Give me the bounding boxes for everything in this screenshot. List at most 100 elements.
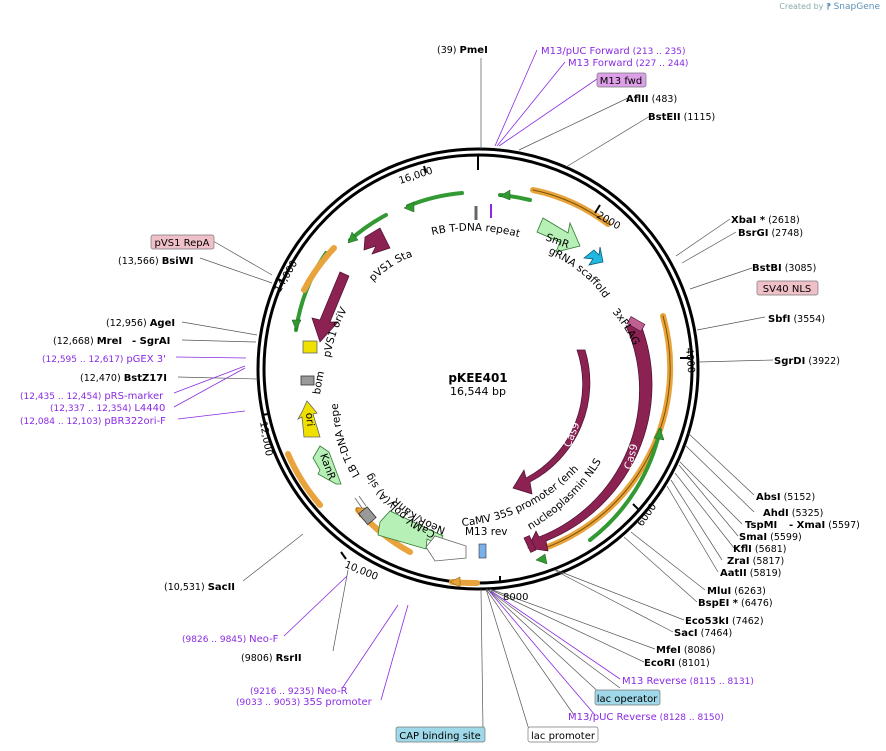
cap-binding-site-box-label: CAP binding site bbox=[399, 731, 481, 742]
primer-label-neo-r: (9216 .. 9235) Neo-R bbox=[250, 686, 348, 697]
rs-label-bsteii: BstEII (1115) bbox=[648, 112, 715, 123]
ori-arrow bbox=[296, 400, 321, 438]
label-ori: ori bbox=[303, 412, 316, 427]
polya-block bbox=[358, 506, 377, 526]
pvs1-repa-box bbox=[150, 234, 215, 250]
primer-labels: M13/pUC Forward (213 .. 235)M13 Forward … bbox=[20, 46, 754, 723]
rs-label-bstbi: BstBI (3085) bbox=[752, 263, 816, 274]
rs-label-tspmi: TspMI bbox=[745, 520, 777, 531]
feature-arrowhead-green-1 bbox=[403, 201, 415, 213]
sv40-nls-box bbox=[756, 280, 819, 296]
restriction-site-labels: (39) PmeI AflII (483) BstEII (1115) XbaI * … bbox=[53, 45, 860, 669]
primer-label-m13-puc-reverse: M13/pUC Reverse (8128 .. 8150) bbox=[568, 712, 724, 723]
primer-label-pbr322ori-f: (12,084 .. 12,103) pBR322ori-F bbox=[20, 416, 166, 427]
label-cas9-inner: Cas9 bbox=[562, 421, 583, 450]
smr-arrow bbox=[536, 217, 581, 253]
primer-label-35s-promoter: (9033 .. 9053) 35S promoter bbox=[236, 697, 373, 708]
rs-label-xbai: XbaI * (2618) bbox=[731, 215, 800, 226]
rs-label-ahdi: AhdI (5325) bbox=[763, 508, 823, 519]
watermark-prefix: Created by bbox=[779, 2, 824, 11]
rs-label-sgrai: - SgrAI bbox=[132, 336, 170, 347]
feature-arrowhead-green-3 bbox=[291, 319, 302, 331]
flag-tag-block bbox=[626, 316, 646, 332]
cas9-arrow-outer bbox=[527, 324, 653, 552]
rs-label-sgrdi: SgrDI (3922) bbox=[774, 356, 840, 367]
pvs1-repa-box-label: pVS1 RepA bbox=[155, 238, 210, 249]
tick-8000: 8000 bbox=[503, 592, 528, 603]
grna-scaffold-block bbox=[582, 246, 604, 266]
snapgene-logo-icon: ⁋ bbox=[825, 2, 832, 11]
label-camv-polya: CaMV poly(A) signal bbox=[0, 0, 437, 540]
rs-label-rsrii: (9806) RsrII bbox=[241, 653, 302, 664]
rs-label-aatii: AatII (5819) bbox=[720, 568, 781, 579]
rs-label-eco53ki: Eco53kI (7462) bbox=[685, 616, 764, 627]
rs-label-zrai: ZraI (5817) bbox=[727, 556, 784, 567]
feature-arrowhead-green-2 bbox=[347, 231, 359, 244]
snapgene-watermark: Created by ⁋ SnapGene bbox=[779, 2, 880, 12]
label-cas9-outer: Cas9 bbox=[622, 443, 640, 471]
rs-label-smai: SmaI (5599) bbox=[739, 532, 802, 543]
feature-arc-orange-1-core bbox=[532, 189, 609, 225]
p35s-promoter-arrow bbox=[425, 535, 467, 562]
feature-arrowhead-green-6 bbox=[653, 427, 665, 441]
feature-arrowhead-green-5 bbox=[535, 553, 548, 565]
feature-arc-green-4 bbox=[406, 191, 464, 208]
lb-repeat-mark bbox=[354, 497, 363, 509]
rs-label-sbfi: SbfI (3554) bbox=[768, 314, 825, 325]
rs-label-kfli: KflI (5681) bbox=[733, 544, 787, 555]
plasmid-length: 16,544 bp bbox=[450, 385, 506, 398]
primer-label-m13-reverse: M13 Reverse (8115 .. 8131) bbox=[622, 676, 754, 687]
rs-label-bsrgi: BsrGI (2748) bbox=[738, 228, 803, 239]
feature-arc-orange-2-core bbox=[544, 315, 671, 549]
tick-6000: 6000 bbox=[635, 502, 659, 529]
m13-fwd-box bbox=[596, 72, 647, 88]
feature-arc-green-1 bbox=[588, 428, 662, 542]
feature-arc-green-5 bbox=[498, 193, 532, 202]
rs-label-bspei: BspEI * (6476) bbox=[698, 598, 773, 609]
rs-label-mrei: (12,668) MreI bbox=[53, 336, 122, 347]
rs-label-aflii: AflII (483) bbox=[626, 94, 677, 105]
bom-block bbox=[300, 375, 315, 386]
lac-operator-box-label: lac operator bbox=[597, 694, 658, 705]
rs-label-mlui: MluI (6263) bbox=[707, 586, 766, 597]
label-m13-rev: M13 rev bbox=[465, 526, 508, 538]
label-rb-repeat: RB T-DNA repeat bbox=[430, 222, 521, 240]
nls-block bbox=[523, 535, 537, 553]
backbone-inner-ring bbox=[256, 147, 700, 591]
m13-fwd-box-label: M13 fwd bbox=[600, 76, 642, 87]
sv40-nls-box-label: SV40 NLS bbox=[763, 284, 812, 295]
primer-label-neo-f: (9826 .. 9845) Neo-F bbox=[182, 634, 279, 645]
tick-2000: 2000 bbox=[595, 210, 623, 232]
primer-label-l4440: (12,337 .. 12,354) L4440 bbox=[50, 403, 165, 414]
rs-label-bsiwi: (13,566) BsiWI bbox=[118, 256, 193, 267]
label-grna-scaffold: gRNA scaffold bbox=[547, 245, 612, 300]
watermark-brand: SnapGene bbox=[833, 2, 880, 12]
rs-label-sacii: (10,531) SacII bbox=[164, 582, 235, 593]
cas9-arrow-inner bbox=[512, 349, 591, 495]
primer-label-m13-puc-forward: M13/pUC Forward (213 .. 235) bbox=[541, 46, 685, 57]
cap-binding-site-box bbox=[395, 726, 486, 743]
rs-label-saci: SacI (7464) bbox=[674, 628, 732, 639]
rs-label-pmei: (39) PmeI bbox=[437, 45, 488, 56]
pvs1-staa-arrow bbox=[363, 227, 391, 255]
lac-promoter-box bbox=[527, 726, 599, 743]
primer-leader-lines bbox=[173, 49, 621, 716]
kanr-arrow bbox=[312, 445, 342, 485]
feature-arrowhead-orange-1 bbox=[449, 576, 461, 588]
tick-4000: 4000 bbox=[683, 347, 696, 373]
pvs1-repa-arrow bbox=[311, 271, 350, 343]
feature-arc-orange-5 bbox=[285, 451, 323, 508]
label-bom: bom bbox=[311, 370, 327, 395]
feature-arc-orange-6 bbox=[301, 245, 337, 293]
plasmid-name: pKEE401 bbox=[448, 371, 507, 385]
rs-label-bstz17i: (12,470) BstZ17I bbox=[80, 373, 167, 384]
rs-label-xmai: - XmaI (5597) bbox=[789, 520, 860, 531]
lac-promoter-box-label: lac promoter bbox=[531, 731, 596, 742]
feature-arrowhead-green-4 bbox=[499, 189, 511, 201]
rs-label-ecori: EcoRI (8101) bbox=[644, 658, 710, 669]
rs-label-agei: (12,956) AgeI bbox=[106, 318, 175, 329]
primer-label-pgex-3: (12,595 .. 12,617) pGEX 3' bbox=[42, 354, 166, 365]
pvs1-oriv-block bbox=[302, 340, 318, 354]
